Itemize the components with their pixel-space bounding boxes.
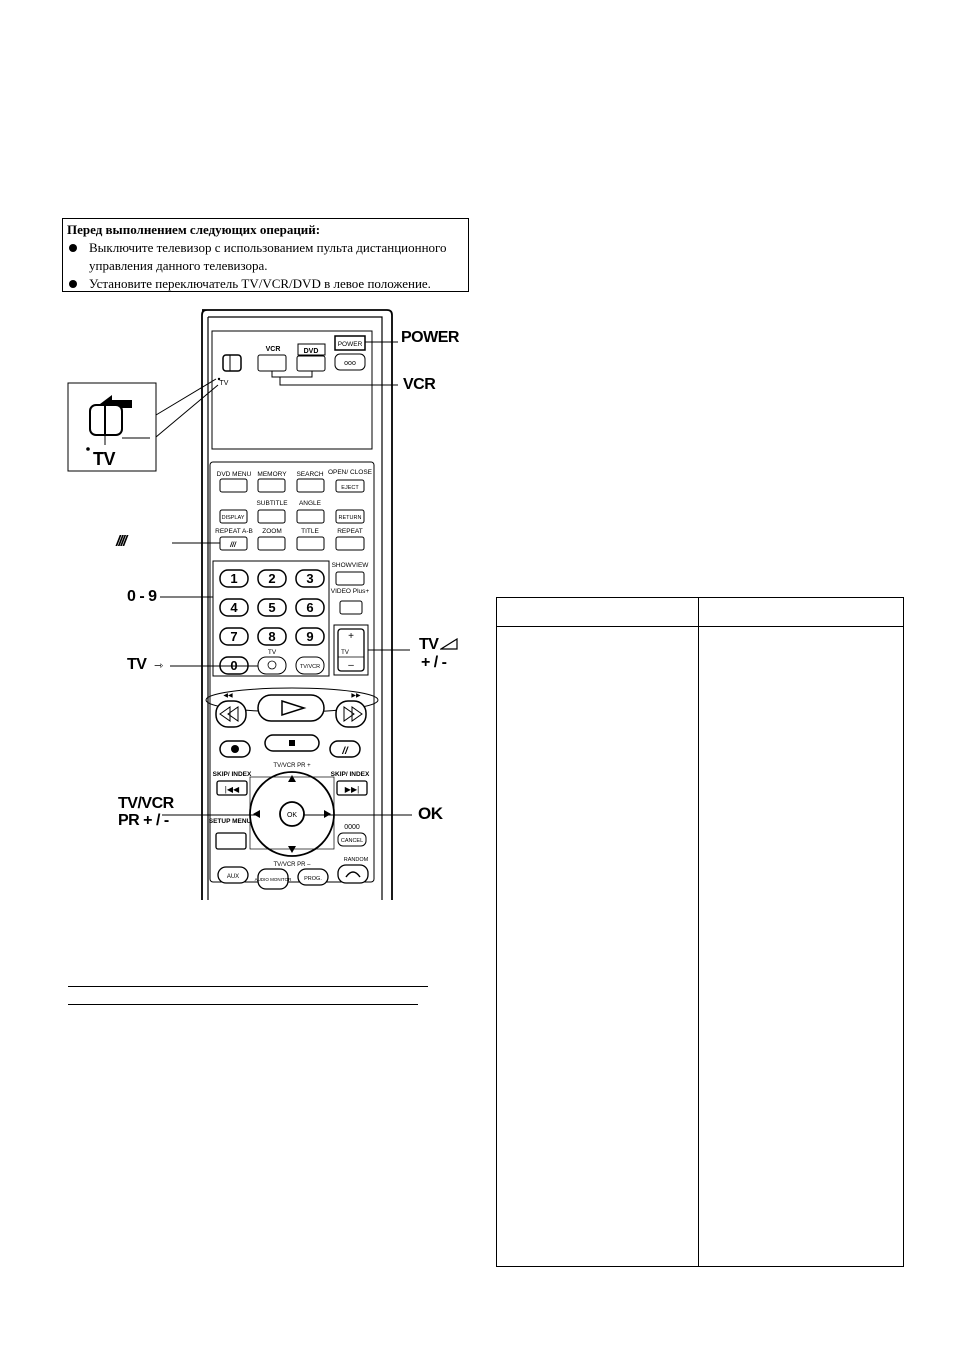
rule-line [68, 986, 428, 987]
vol-minus-label: – [348, 660, 354, 671]
display-label: DISPLAY [222, 515, 245, 521]
digit-key: 1 [230, 571, 237, 586]
callout-vol-plusminus: + / - [421, 654, 447, 671]
svg-text:▶▶|: ▶▶| [345, 785, 359, 794]
notice-heading: Перед выполнением следующих операций: [67, 222, 321, 237]
row1-label: DVD MENU [217, 471, 252, 478]
digit-key: 9 [306, 629, 313, 644]
svg-text:///: /// [229, 542, 237, 549]
callout-slash: / / / / [116, 533, 127, 550]
nav-down-label: TV/VCR PR – [273, 862, 311, 868]
videoplus-label: VIDEO Plus+ [331, 588, 370, 595]
digit-key: 3 [306, 571, 313, 586]
digit-key: 5 [268, 600, 275, 615]
skip-right-label: SKIP/ INDEX [331, 771, 370, 778]
rew-label: ◀◀ [223, 693, 233, 699]
digit-key: 6 [306, 600, 313, 615]
callout-power: POWER [401, 329, 459, 346]
notice-box: Перед выполнением следующих операций: Вы… [62, 218, 469, 292]
ooo-label: ooo [344, 360, 356, 367]
random-label: RANDOM [344, 857, 369, 863]
callout-vcr: VCR [403, 376, 436, 393]
callout-pr: PR + / - [118, 812, 169, 829]
ff-label: ▶▶ [351, 693, 361, 699]
setup-menu-label: SETUP MENU [209, 818, 252, 825]
digit-key: 4 [230, 600, 238, 615]
digit-key: 8 [268, 629, 275, 644]
callout-ok: OK [418, 804, 443, 823]
dvd-label: DVD [304, 348, 319, 355]
input-arrow-icon: ⇾ [154, 659, 164, 672]
cancel-code-label: 0000 [344, 824, 360, 831]
callout-tv-input: TV [127, 656, 147, 673]
table-column-divider [698, 598, 699, 1266]
rule-line [68, 1004, 418, 1005]
showview-label: SHOWVIEW [332, 562, 370, 569]
row1-label: MEMORY [257, 471, 287, 478]
vol-plus-label: + [348, 631, 354, 642]
notice-item: Установите переключатель TV/VCR/DVD в ле… [67, 275, 464, 293]
eject-label: EJECT [341, 485, 359, 491]
info-table [496, 597, 904, 1267]
row3-label: REPEAT [337, 528, 363, 535]
row2-label: SUBTITLE [256, 500, 288, 507]
cancel-label: CANCEL [341, 838, 363, 844]
callout-tv: TV [93, 449, 116, 469]
svg-text:|◀◀: |◀◀ [225, 785, 240, 794]
return-label: RETURN [339, 515, 362, 521]
bottom-key-label: AUDIO MONITOR [255, 877, 292, 882]
row2-label: ANGLE [299, 500, 322, 507]
digit-key: 7 [230, 629, 237, 644]
table-header-divider [497, 626, 903, 627]
row3-label: TITLE [301, 528, 319, 535]
callout-tv-vol: TV [419, 636, 439, 653]
digit-key: 2 [268, 571, 275, 586]
tv-small-label: TV [268, 649, 277, 656]
vcr-label: VCR [266, 346, 281, 353]
bottom-key-label: PROG. [304, 876, 322, 882]
bottom-key-label: AUX [227, 874, 239, 880]
svg-text://: // [341, 746, 349, 757]
nav-up-label: TV/VCR PR + [273, 763, 311, 769]
vol-tv-label: TV [341, 650, 349, 656]
row3-label: ZOOM [262, 528, 282, 535]
ok-key-label: OK [287, 812, 297, 819]
volume-icon [440, 638, 458, 650]
power-label: POWER [338, 341, 363, 348]
callout-tvvcr: TV/VCR [118, 795, 174, 812]
tvvcr-btn-label: TV/VCR [300, 664, 320, 670]
notice-item: Выключите телевизор с использованием пул… [67, 239, 464, 275]
row3-label: REPEAT A-B [215, 528, 253, 535]
remote-illustration: TV VCR DVD POWER ooo DVD MENU MEMORY SEA… [67, 309, 412, 900]
skip-left-label: SKIP/ INDEX [213, 771, 252, 778]
switch-tv-label: TV [220, 380, 229, 387]
row1-label: SEARCH [296, 471, 323, 478]
row1-label: OPEN/ CLOSE [328, 469, 373, 476]
callout-digits: 0 - 9 [127, 588, 157, 605]
